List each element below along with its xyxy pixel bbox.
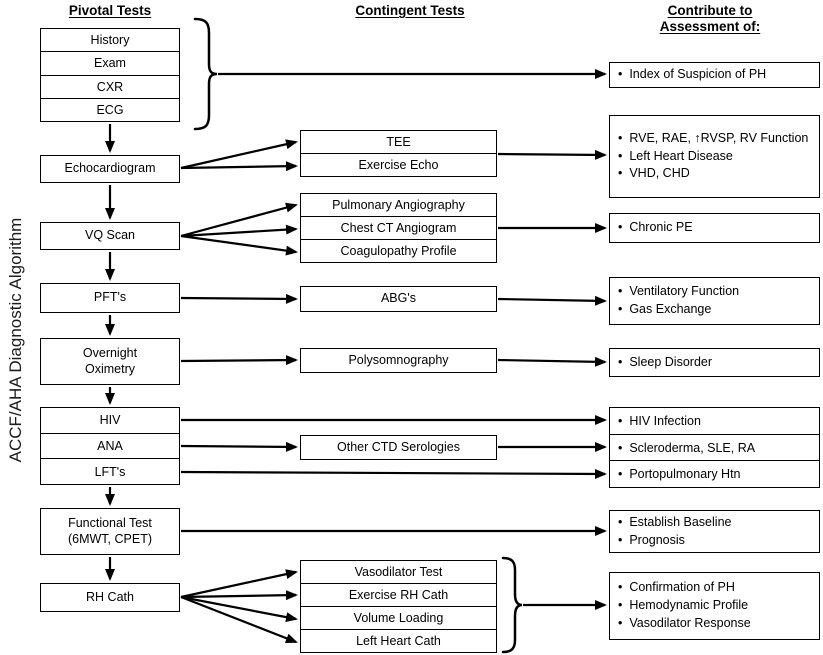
assessment-item: Establish Baseline [618, 514, 811, 532]
assessment-item: Hemodynamic Profile [618, 597, 811, 615]
arrow-rhcath-to-left-heart-cath [180, 595, 298, 644]
assessment-item: VHD, CHD [618, 165, 811, 183]
box-vasodilator-test: Vasodilator Test [354, 565, 443, 579]
assessment-item: RVE, RAE, ↑RVSP, RV Function [618, 130, 811, 148]
box-lfts: LFT's [41, 458, 179, 484]
box-functional-test-line1: Functional Test [68, 515, 152, 530]
column-header-pivotal: Pivotal Tests [68, 3, 152, 18]
arrow-vq-to-pulmonary-angiography [180, 202, 298, 238]
box-pulmonary-angiography: Pulmonary Angiography [332, 198, 465, 212]
brace-intake-group [193, 17, 218, 131]
box-exercise-echo: Exercise Echo [301, 153, 496, 176]
arrow-oximetry-to-polysomnography [180, 355, 298, 366]
arrow-echo-to-exercise-echo [180, 161, 298, 172]
arrow-echo-to-tee [180, 139, 298, 170]
box-overnight-oximetry-line2: Oximetry [85, 361, 135, 376]
assessment-serology-group: HIV Infection Scleroderma, SLE, RA Porto… [609, 407, 820, 488]
box-ecg: ECG [41, 97, 179, 121]
column-header-contingent: Contingent Tests [355, 3, 465, 18]
column-header-contribute-line1: Contribute to [667, 3, 753, 18]
box-vq-scan: VQ Scan [40, 222, 180, 250]
arrow-pfts-to-abgs [180, 293, 298, 304]
assessment-item: Vasodilator Response [618, 615, 811, 633]
arrow-rhcath-to-volume-loading [180, 595, 298, 623]
arrow-rhcath-to-vasodilator [180, 569, 298, 599]
assessment-item: Gas Exchange [618, 301, 811, 319]
assessment-item: HIV Infection [618, 414, 701, 428]
assessment-item: Confirmation of PH [618, 579, 811, 597]
assessment-scleroderma-row: Scleroderma, SLE, RA [610, 433, 819, 461]
arrow-echo-group-to-assessment [497, 149, 607, 160]
box-exam: Exam [41, 51, 179, 74]
box-volume-loading: Volume Loading [301, 606, 496, 629]
arrow-vq-to-chest-ct [180, 224, 298, 238]
figure-side-label: ACCF/AHA Diagnostic Algorithm [6, 217, 25, 463]
box-pfts: PFT's [40, 283, 180, 313]
assessment-chronic-pe-box: Chronic PE [609, 213, 820, 243]
box-functional-test: Functional Test (6MWT, CPET) [40, 508, 180, 555]
assessment-hiv-infection-row: HIV Infection [610, 408, 819, 434]
box-rh-cath: RH Cath [40, 583, 180, 612]
contingent-cath-group: Vasodilator Test Exercise RH Cath Volume… [300, 560, 497, 653]
box-hiv: HIV [99, 413, 121, 428]
assessment-item: Index of Suspicion of PH [618, 66, 811, 84]
arrow-polysomnography-to-sleep [497, 356, 607, 367]
contingent-vq-group: Pulmonary Angiography Chest CT Angiogram… [300, 193, 497, 263]
box-left-heart-cath: Left Heart Cath [301, 629, 496, 652]
contingent-echo-group: TEE Exercise Echo [300, 130, 497, 177]
assessment-item: Chronic PE [618, 219, 811, 237]
assessment-item: Scleroderma, SLE, RA [618, 441, 755, 455]
brace-cath-group [501, 556, 523, 654]
arrow-ana-to-ctd [180, 441, 298, 452]
box-other-ctd-serologies: Other CTD Serologies [300, 435, 497, 460]
assessment-suspicion-box: Index of Suspicion of PH [609, 62, 820, 88]
assessment-baseline-box: Establish Baseline Prognosis [609, 510, 820, 553]
box-polysomnography: Polysomnography [300, 348, 497, 373]
assessment-portopulmonary-row: Portopulmonary Htn [610, 460, 819, 487]
box-chest-ct-angiogram: Chest CT Angiogram [301, 216, 496, 239]
box-coagulopathy-profile: Coagulopathy Profile [301, 239, 496, 262]
assessment-item: Portopulmonary Htn [618, 467, 740, 481]
assessment-item: Prognosis [618, 532, 811, 550]
assessment-echo-box: RVE, RAE, ↑RVSP, RV Function Left Heart … [609, 115, 820, 198]
box-tee: TEE [386, 135, 411, 149]
box-abgs: ABG's [300, 286, 497, 312]
assessment-ventilation-box: Ventilatory Function Gas Exchange [609, 277, 820, 325]
arrow-lfts-to-portopulmonary [180, 468, 607, 479]
arrow-vq-to-coagulopathy [180, 234, 298, 256]
assessment-sleep-box: Sleep Disorder [609, 348, 820, 377]
assessment-item: Sleep Disorder [618, 354, 811, 372]
pivotal-serology-group: HIV ANA LFT's [40, 407, 180, 485]
assessment-hemodynamics-box: Confirmation of PH Hemodynamic Profile V… [609, 572, 820, 640]
column-header-contribute: Contribute to Assessment of: [604, 3, 816, 35]
box-history: History [90, 33, 130, 48]
box-exercise-rh-cath: Exercise RH Cath [301, 583, 496, 606]
box-echocardiogram: Echocardiogram [40, 155, 180, 183]
pivotal-intake-group: History Exam CXR ECG [40, 28, 180, 122]
column-header-contribute-line2: Assessment of: [659, 19, 761, 35]
box-cxr: CXR [41, 74, 179, 98]
box-ana: ANA [41, 432, 179, 459]
box-overnight-oximetry-line1: Overnight [82, 345, 138, 360]
arrow-abgs-to-ventilation [497, 295, 607, 306]
box-functional-test-line2: (6MWT, CPET) [67, 531, 153, 546]
arrow-rhcath-to-exercise-cath [180, 590, 298, 601]
assessment-item: Left Heart Disease [618, 148, 811, 166]
assessment-item: Ventilatory Function [618, 283, 811, 301]
box-overnight-oximetry: Overnight Oximetry [40, 338, 180, 385]
